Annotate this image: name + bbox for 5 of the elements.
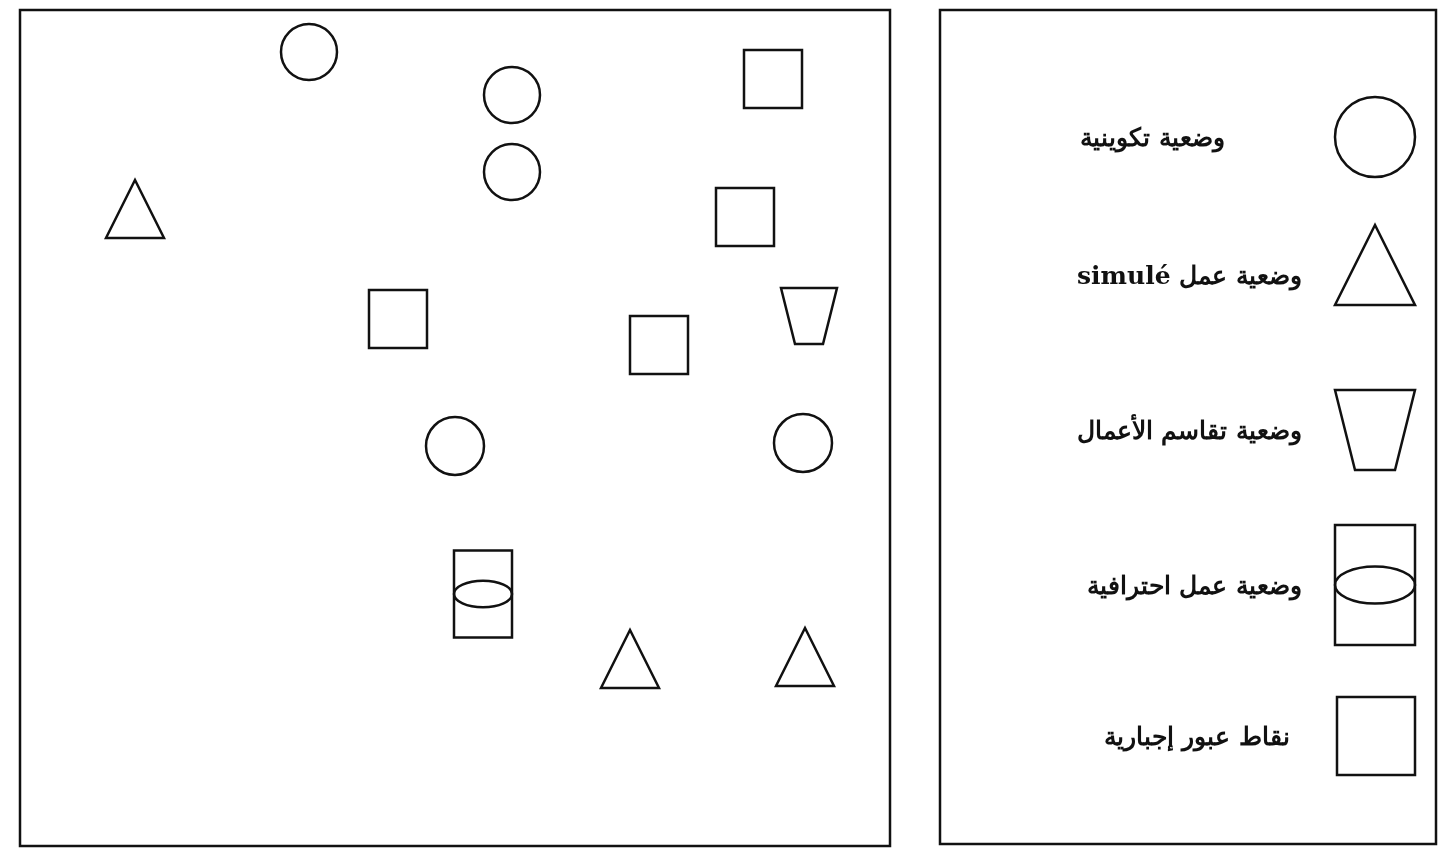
legend-label: وضعية عمل احترافية <box>1086 570 1302 600</box>
legend-label: وضعية عمل simulé <box>1076 260 1302 290</box>
legend-label: وضعية تقاسم الأعمال <box>1076 415 1302 445</box>
legend-label: نقاط عبور إجبارية <box>1103 721 1290 751</box>
legend-label: وضعية تكوينية <box>1080 122 1225 152</box>
